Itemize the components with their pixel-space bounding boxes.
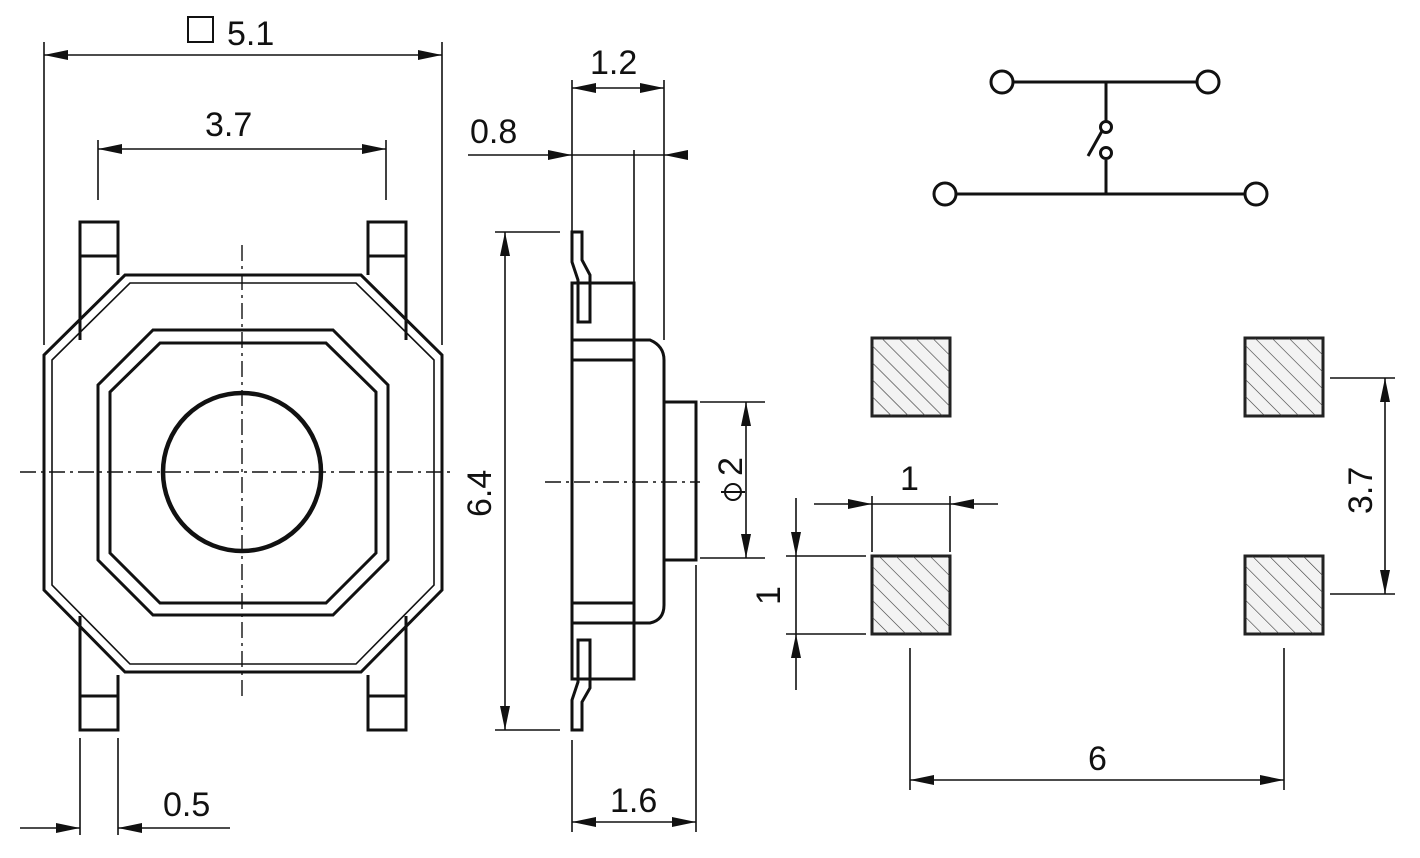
square-symbol-icon bbox=[187, 16, 214, 43]
side-actuator bbox=[662, 400, 698, 562]
dim-total-height: 1.6 bbox=[610, 782, 657, 820]
dim-button-square: 3.7 bbox=[205, 106, 252, 144]
dim-pad-width: 1 bbox=[900, 460, 919, 498]
dim-body-thickness: 0.8 bbox=[470, 113, 517, 151]
switch-body-outline bbox=[42, 273, 444, 674]
pin-top-left bbox=[78, 220, 120, 258]
pin-top-right bbox=[366, 220, 408, 258]
side-body bbox=[570, 281, 636, 681]
pushbutton-switch-schematic-icon bbox=[932, 69, 1269, 207]
button-frame-inner bbox=[108, 341, 378, 605]
dim-pad-height: 1 bbox=[750, 586, 788, 605]
side-view: 6.4 1.2 0.8 1.6 2 bbox=[461, 44, 765, 832]
pin-bottom-right bbox=[366, 694, 408, 732]
dim-pin-width: 0.5 bbox=[163, 786, 210, 824]
pin-bottom-left bbox=[78, 694, 120, 732]
top-view: 5.1 3.7 0.5 bbox=[20, 15, 455, 835]
pad-layout: 1 1 3.7 6 bbox=[750, 336, 1395, 790]
dim-actuator-dia: 2 bbox=[712, 457, 750, 476]
dim-pad-pitch-x: 6 bbox=[1088, 740, 1107, 778]
dim-actuator-height: 1.2 bbox=[590, 44, 637, 82]
dim-height: 6.4 bbox=[461, 470, 499, 517]
button-frame-outer bbox=[96, 328, 390, 617]
diameter-symbol-icon bbox=[721, 483, 745, 501]
dim-body-width: 5.1 bbox=[227, 15, 274, 53]
dim-pad-pitch-y: 3.7 bbox=[1342, 467, 1380, 514]
